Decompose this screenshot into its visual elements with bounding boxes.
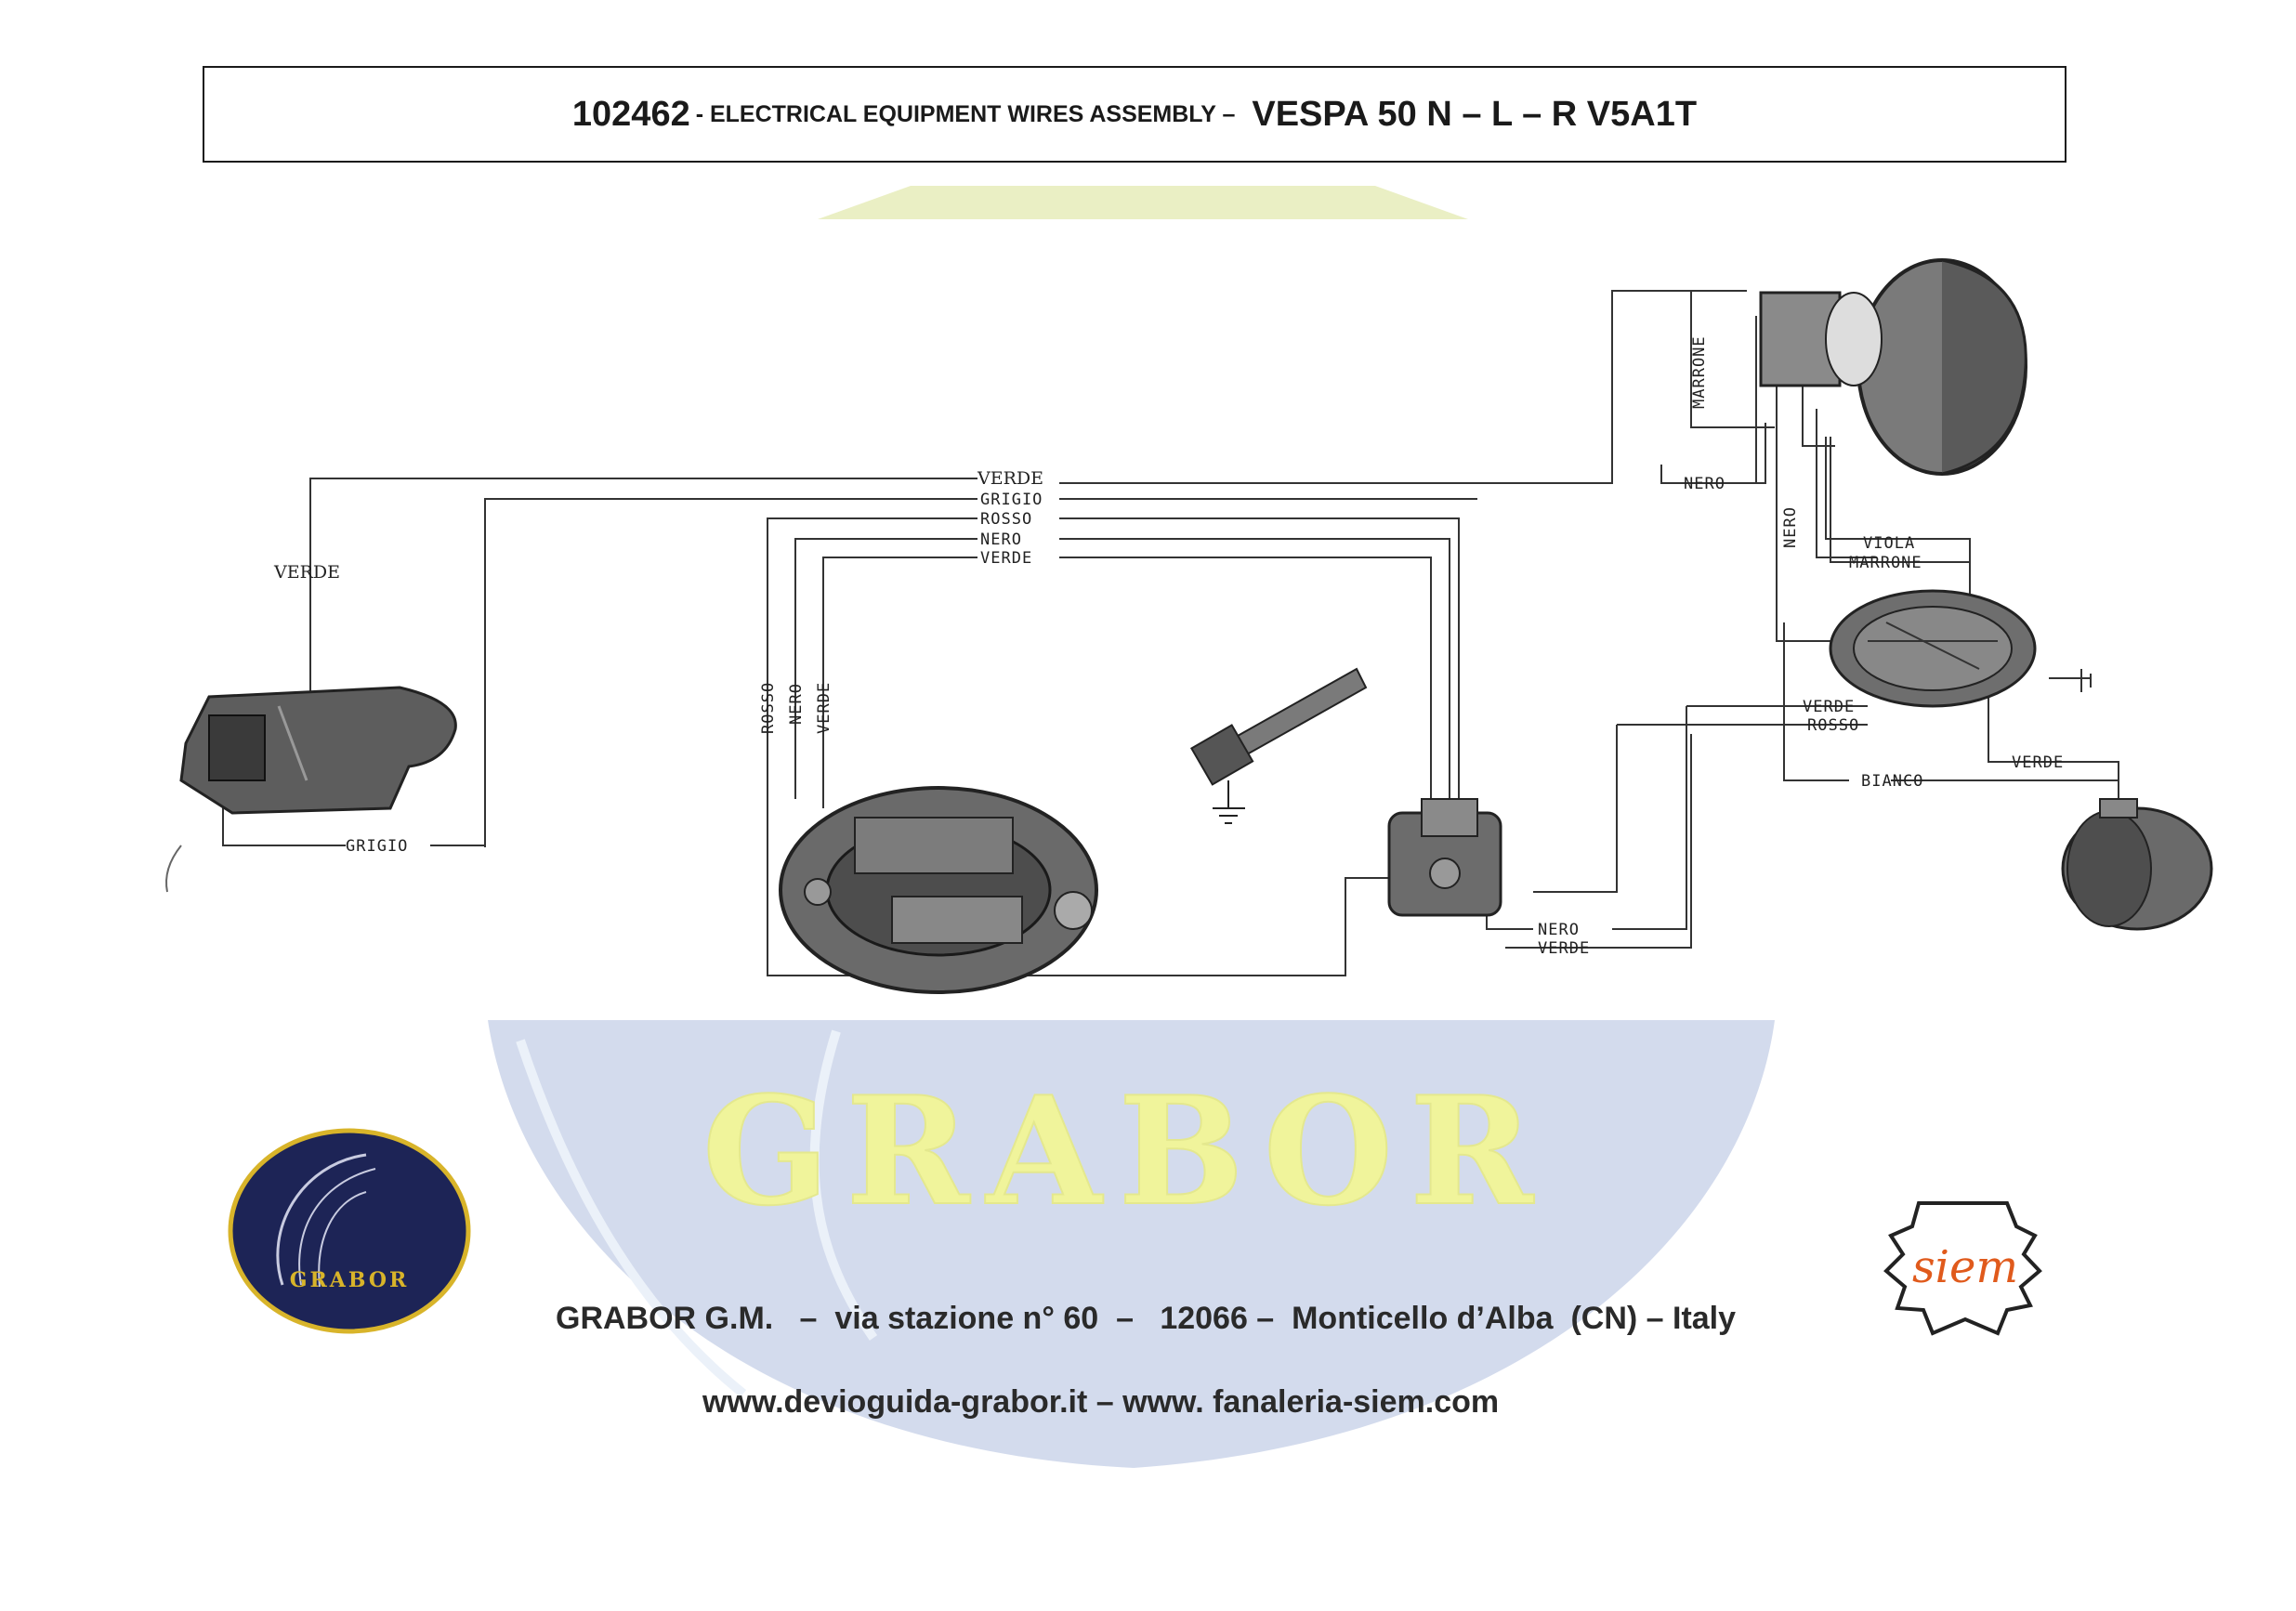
label-grigio-top: GRIGIO <box>980 491 1043 509</box>
label-verde-right: VERDE <box>1803 698 1855 716</box>
label-viola: VIOLA <box>1863 534 1915 553</box>
label-verde-far-right: VERDE <box>2012 753 2064 772</box>
magneto-generator <box>779 786 1098 994</box>
label-rosso-right: ROSSO <box>1807 716 1859 735</box>
label-nero-right: NERO <box>1684 475 1725 493</box>
horn <box>2061 798 2213 931</box>
label-verde-left: VERDE <box>273 562 340 583</box>
footer-address: GRABOR G.M. – via stazione n° 60 – 12066… <box>556 1301 1737 1336</box>
model-name: VESPA 50 N – L – R V5A1T <box>1252 94 1698 134</box>
label-verde-vertical: VERDE <box>815 682 833 734</box>
label-verde-bottom: VERDE <box>1538 939 1590 958</box>
label-nero-vertical-right: NERO <box>1781 506 1800 548</box>
label-marrone-right: MARRONE <box>1849 554 1922 572</box>
title-description: - ELECTRICAL EQUIPMENT WIRES ASSEMBLY – <box>695 100 1236 127</box>
grabor-watermark: GRABOR <box>488 186 1775 1468</box>
spark-plug <box>1189 667 1368 824</box>
label-grigio-bottom: GRIGIO <box>346 837 408 856</box>
tail-lamp-unit <box>1829 589 2037 708</box>
label-verde-top2: VERDE <box>980 549 1032 568</box>
siem-logo-text: siem <box>1912 1241 2018 1293</box>
handlebar-switch <box>165 686 457 893</box>
wires <box>222 290 2119 976</box>
grabor-logo: GRABOR <box>228 1128 471 1334</box>
wire-labels: VERDE GRIGIO ROSSO NERO VERDE VERDE GRIG… <box>273 335 2064 958</box>
part-number: 102462 <box>571 94 690 134</box>
label-nero-top: NERO <box>980 530 1022 549</box>
siem-logo: siem <box>1883 1201 2042 1336</box>
title-box: 102462 - ELECTRICAL EQUIPMENT WIRES ASSE… <box>203 66 2066 163</box>
footer-websites[interactable]: www.devioguida-grabor.it – www. fanaleri… <box>702 1384 1500 1420</box>
label-verde-top: VERDE <box>977 468 1043 489</box>
grabor-logo-text: GRABOR <box>290 1268 410 1292</box>
headlamp <box>1759 258 2027 476</box>
label-nero-bottom: NERO <box>1538 921 1580 939</box>
watermark-text: GRABOR <box>702 1064 1550 1238</box>
ignition-coil <box>1387 798 1502 917</box>
label-rosso-vertical: ROSSO <box>759 682 778 734</box>
label-bianco: BIANCO <box>1861 772 1923 791</box>
label-marrone-vertical: MARRONE <box>1690 335 1709 409</box>
label-nero-vertical: NERO <box>787 683 806 725</box>
label-rosso-top: ROSSO <box>980 510 1032 529</box>
